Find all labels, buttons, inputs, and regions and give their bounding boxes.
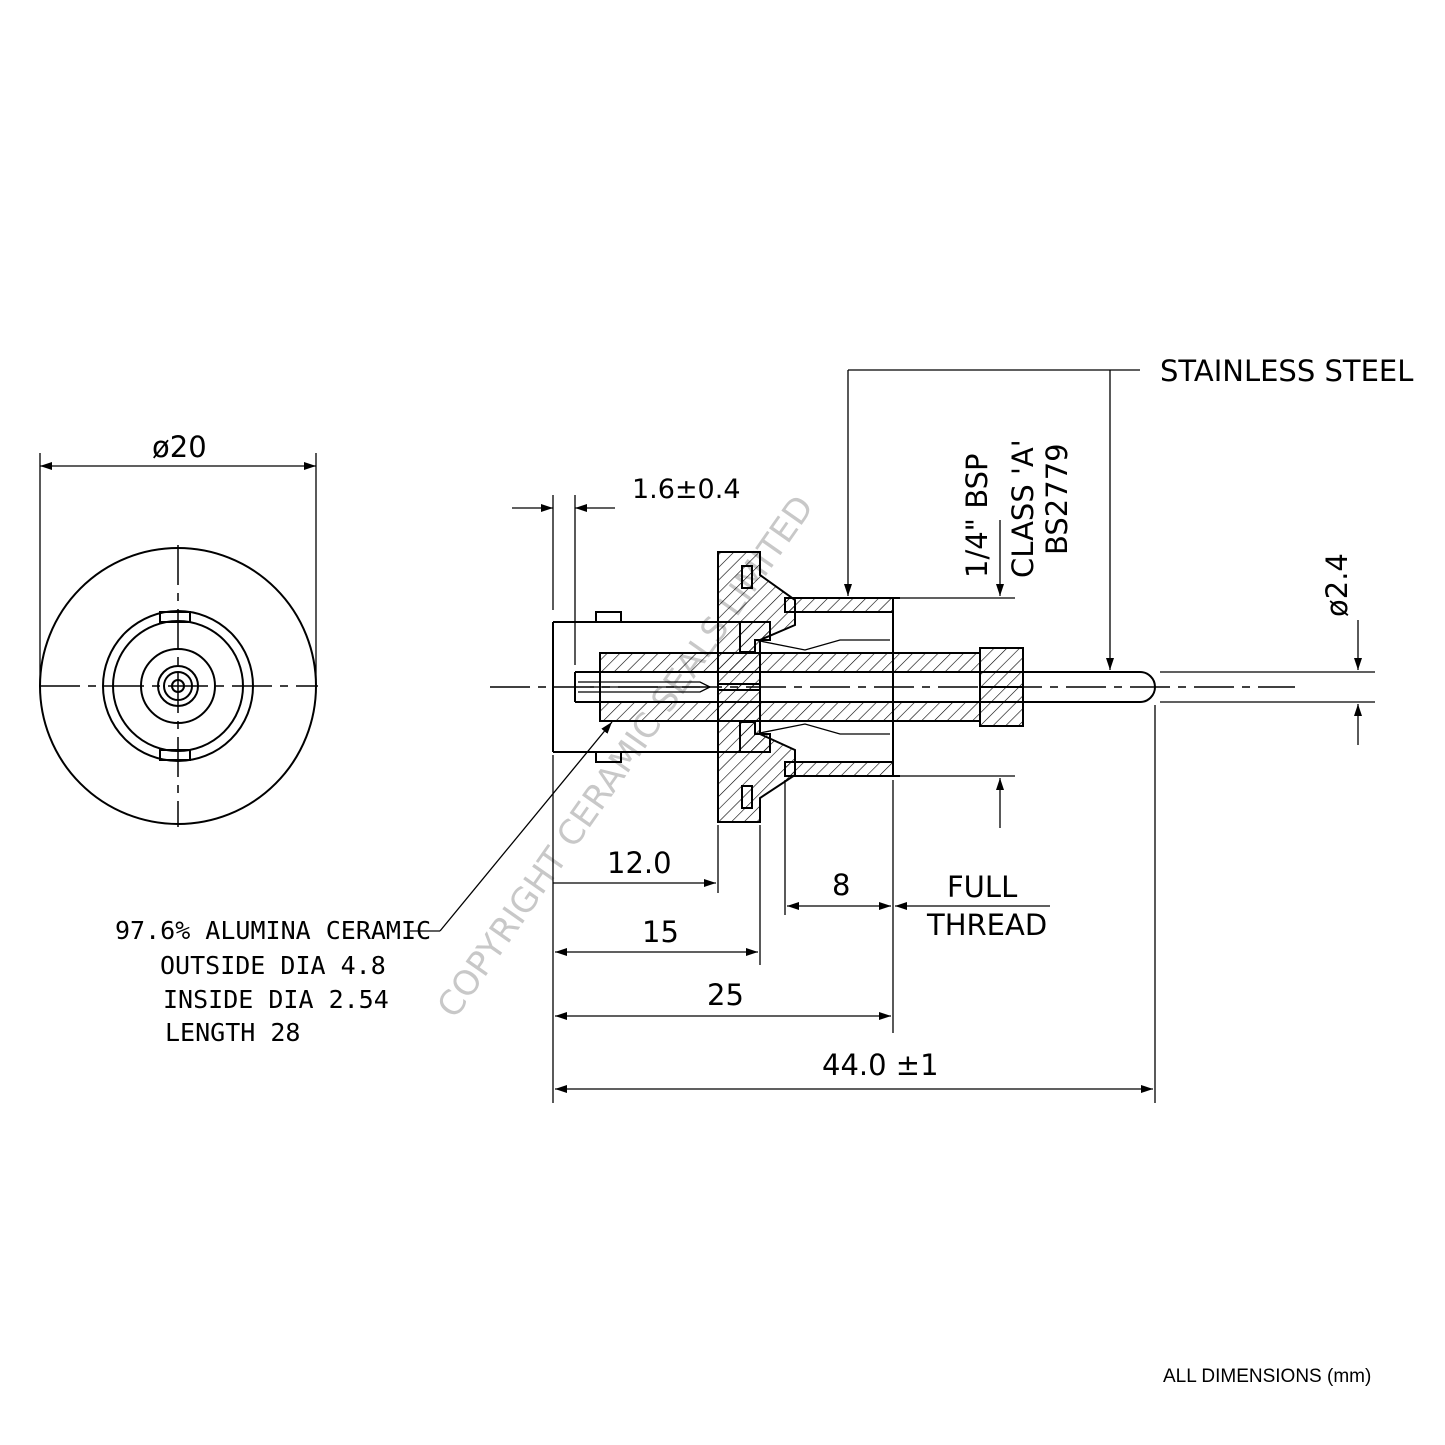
pin-diameter-label: ø2.4 [1320, 553, 1354, 617]
dim-25-label: 25 [707, 978, 744, 1012]
ceramic-note-line1: 97.6% ALUMINA CERAMIC [115, 916, 431, 945]
front-view: ø20 [39, 430, 318, 827]
ceramic-note: 97.6% ALUMINA CERAMIC OUTSIDE DIA 4.8 IN… [115, 916, 431, 1047]
flange-offset-label: 1.6±0.4 [632, 474, 741, 505]
ceramic-note-line3: INSIDE DIA 2.54 [163, 985, 389, 1014]
thread-spec-line3: BS2779 [1040, 443, 1074, 555]
dim-8-label: 8 [832, 868, 850, 902]
thread-spec-line1: 1/4" BSP [960, 453, 994, 578]
thread-spec-line2: CLASS 'A' [1006, 439, 1040, 578]
units-note: ALL DIMENSIONS (mm) [1163, 1366, 1371, 1387]
full-thread-line2: THREAD [926, 908, 1047, 942]
diameter-20-label: ø20 [152, 430, 207, 464]
dim-12-label: 12.0 [607, 846, 672, 880]
ceramic-note-line2: OUTSIDE DIA 4.8 [160, 951, 386, 980]
dim-15-label: 15 [642, 915, 679, 949]
full-thread-line1: FULL [947, 870, 1017, 904]
side-view: 1.6±0.4 STAINLESS STEEL 1/4" BSP CLASS '… [410, 354, 1413, 1103]
stainless-steel-label: STAINLESS STEEL [1160, 354, 1413, 388]
ceramic-note-line4: LENGTH 28 [165, 1018, 300, 1047]
dim-44-label: 44.0 ±1 [822, 1048, 939, 1082]
